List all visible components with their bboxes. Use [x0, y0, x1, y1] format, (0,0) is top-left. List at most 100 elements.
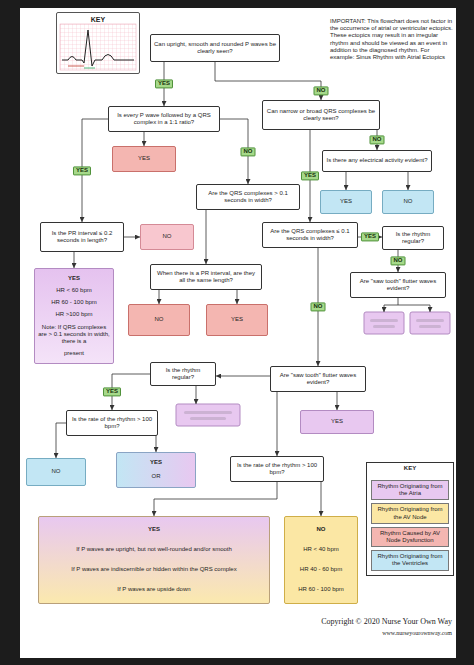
node-text: NO [386, 198, 430, 205]
decision-box: Is the rhythm regular? [150, 362, 216, 386]
flow-arrow [144, 132, 145, 146]
flow-arrow [277, 392, 278, 456]
answer-tag: YES [73, 166, 91, 175]
answer-tag: YES [301, 171, 319, 180]
node-text: NO [132, 316, 186, 323]
legend-swatch: Rhythm Originating from the AV Node [371, 503, 449, 523]
flow-arrow [124, 237, 140, 238]
node-text: HR 60 - 100 bpm [288, 586, 354, 593]
answer-tag: NO [370, 135, 385, 144]
node-text: Are "saw tooth" flutter waves evident? [274, 372, 362, 386]
flow-arrow [159, 290, 160, 304]
decision-box: Are the QRS complexes ≤ 0.1 seconds in w… [262, 222, 358, 248]
legend-title: KEY [366, 465, 454, 471]
node-text: If P waves are indiscernible or hidden w… [42, 566, 266, 573]
node-text: HR < 60 bpm [38, 287, 110, 294]
flow-arrow [215, 62, 321, 100]
legend-text: Rhythm Originating from the AV Node [377, 506, 442, 519]
leader-lines [196, 298, 430, 404]
node-text: Is the rate of the rhythm > 100 bpm? [234, 462, 320, 476]
flow-arrow [216, 376, 270, 377]
result-box: YES [300, 410, 374, 434]
node-text: YES [42, 526, 266, 533]
legend-swatch: Rhythm Caused by AV Node Dysfunction [371, 527, 449, 547]
flow-arrow [321, 482, 322, 516]
flow-arrow [337, 392, 338, 410]
node-text: If P waves are upside down [42, 586, 266, 593]
node-text: Are "saw tooth" flutter waves evident? [354, 278, 442, 292]
result-box: YES [206, 304, 268, 336]
answer-tag: YES [103, 387, 121, 396]
node-text: YES [120, 459, 192, 466]
flow-arrow [156, 436, 157, 452]
result-box: YESHR < 60 bpmHR 60 - 100 bpmHR >100 bpm… [34, 268, 114, 364]
node-text: YES [116, 155, 172, 162]
result-box: NO [26, 458, 86, 486]
answer-tag: YES [361, 232, 379, 241]
node-text: Are the QRS complexes ≤ 0.1 seconds in w… [266, 228, 354, 242]
result-box: YES OR [116, 452, 196, 488]
flow-arrow [56, 423, 66, 458]
node-text: YES [324, 198, 368, 205]
legend-text: Rhythm Originating from the Ventricles [377, 553, 442, 566]
legend-box: Rhythm Originating from the AtriaRhythm … [366, 462, 454, 576]
node-text: YES [304, 418, 370, 425]
decision-box: When there is a PR interval, are they al… [150, 264, 262, 290]
legend-swatch: Rhythm Originating from the Atria [371, 480, 449, 500]
node-text: OR [120, 473, 192, 480]
node-text: NO [144, 233, 190, 240]
answer-tag: NO [391, 256, 406, 265]
result-box: YES [112, 146, 176, 172]
legend-text: Rhythm Originating from the Atria [377, 483, 442, 496]
flow-arrow [237, 290, 238, 304]
node-text: present [38, 350, 110, 357]
result-box: NO HR < 40 bpm HR 40 - 60 bpm HR 60 - 100 b… [284, 516, 358, 604]
node-text: Is the rate of the rhythm > 100 bpm? [70, 416, 154, 430]
copyright-text: Copyright © 2020 Nurse Your Own Way [270, 617, 452, 626]
node-text: YES [210, 316, 264, 323]
flow-arrow [408, 172, 409, 190]
answer-tag: NO [311, 302, 326, 311]
answer-tag: NO [314, 86, 329, 95]
decision-box: Is every P wave followed by a QRS comple… [108, 106, 220, 132]
decision-box: Is there any electrical activity evident… [322, 150, 432, 172]
node-text: Note: If QRS complexes are > 0.1 seconds… [38, 324, 110, 346]
node-text: Is the PR interval ≤ 0.2 seconds in leng… [44, 230, 120, 244]
node-text: YES [38, 275, 110, 282]
decision-box: Are "saw tooth" flutter waves evident? [270, 366, 366, 392]
node-text: HR < 40 bpm [288, 546, 354, 553]
note-text: IMPORTANT: This flowchart does not facto… [330, 18, 454, 61]
decision-box: Is the rhythm regular? [382, 226, 444, 250]
node-text: Can upright, smooth and rounded P waves … [154, 41, 276, 55]
decision-box: Is the rate of the rhythm > 100 bpm? [230, 456, 324, 482]
node-text: Is there any electrical activity evident… [326, 157, 428, 164]
node-text: Is the rhythm regular? [154, 367, 212, 381]
ecg-illustration [60, 24, 136, 70]
node-text: KEY [60, 16, 136, 24]
result-box: NO [128, 304, 190, 336]
illustration-box: KEY [56, 12, 140, 74]
result-box: YES If P waves are upright, but not well-… [38, 516, 270, 604]
legend-text: Rhythm Caused by AV Node Dysfunction [380, 530, 440, 543]
decision-box: Are the QRS complexes > 0.1 seconds in w… [196, 184, 300, 210]
website-text: www.nurseyourownway.com [270, 630, 452, 636]
legend-swatch: Rhythm Originating from the Ventricles [371, 550, 449, 570]
answer-tag: NO [241, 147, 256, 156]
flow-arrow [74, 252, 75, 268]
node-text: Is every P wave followed by a QRS comple… [112, 112, 216, 126]
decision-box: Is the rate of the rhythm > 100 bpm? [66, 410, 158, 436]
blurred-result-boxes [118, 178, 450, 426]
result-box: NO [140, 224, 194, 250]
result-box: NO [382, 190, 434, 214]
node-text: Can narrow or broad QRS complexes be cle… [266, 108, 376, 122]
node-text: If P waves are upright, but not well-rou… [42, 546, 266, 553]
node-text: HR 40 - 60 bpm [288, 566, 354, 573]
flow-arrow [346, 172, 347, 190]
decision-box: Can upright, smooth and rounded P waves … [150, 34, 280, 62]
node-text: Is the rhythm regular? [386, 231, 440, 245]
decision-box: Can narrow or broad QRS complexes be cle… [262, 100, 380, 130]
flow-arrow [206, 210, 207, 264]
node-text: NO [288, 526, 354, 533]
node-text: HR 60 - 100 bpm [38, 299, 110, 306]
result-box: YES [320, 190, 372, 214]
